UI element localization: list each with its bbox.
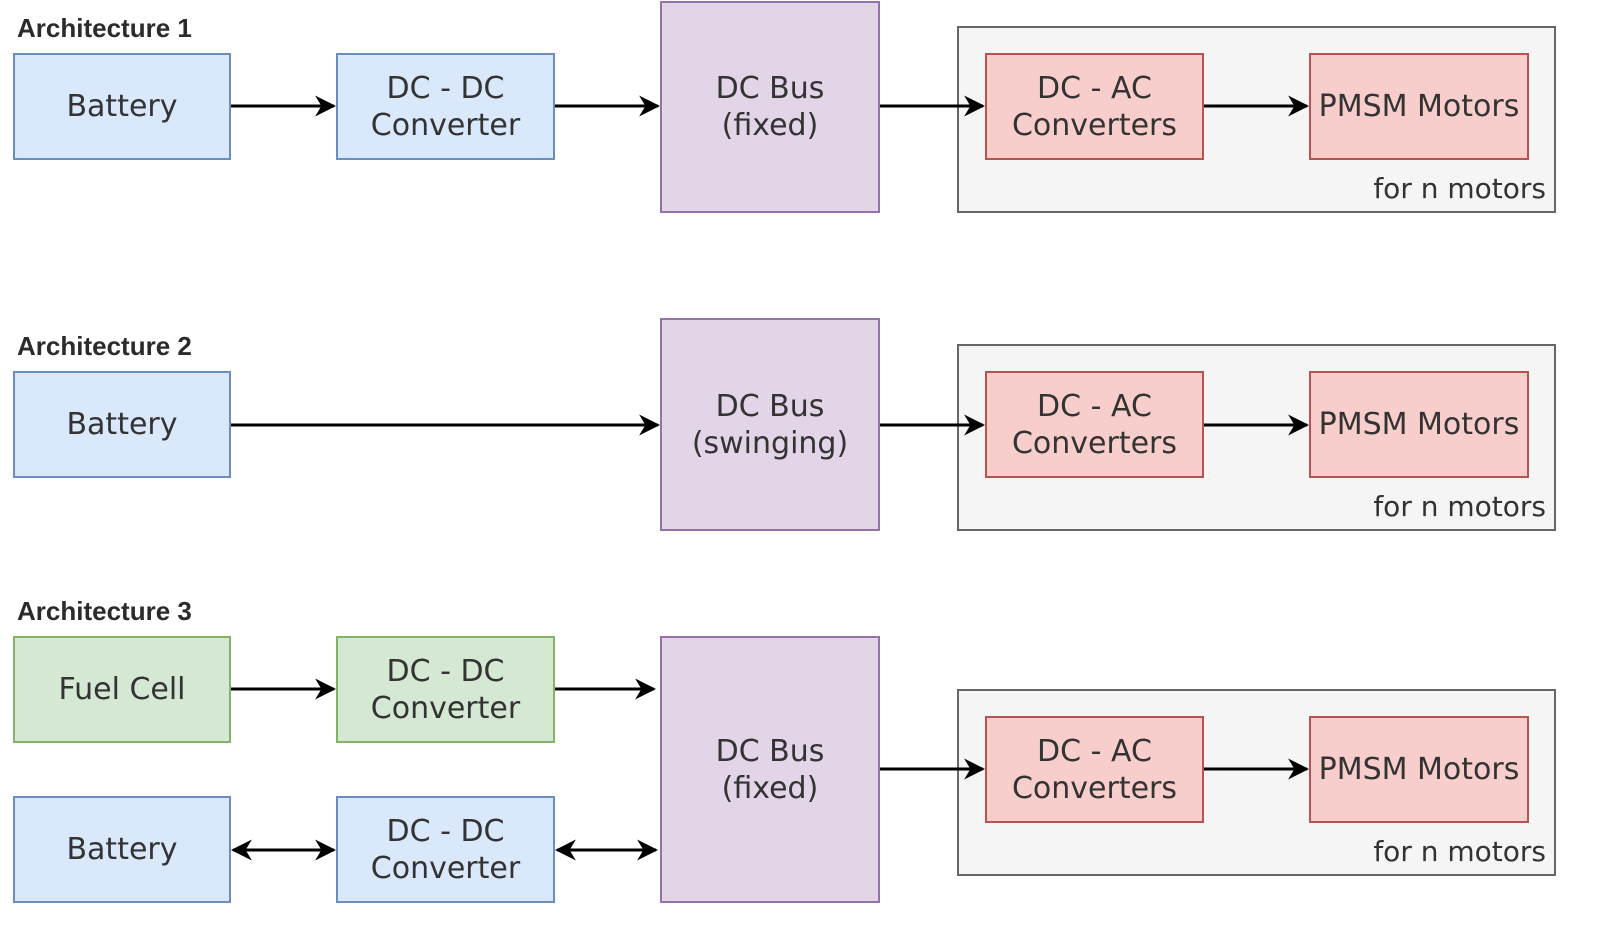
arch2-bus-label-line2: (swinging) [691, 425, 849, 461]
arch2-motors-label: PMSM Motors [1318, 407, 1520, 442]
arch2-battery-label: Battery [66, 407, 178, 442]
arch3-dcac-converters-box: DC - AC Converters [985, 716, 1204, 823]
arch3-fc-dcdc-converter-box: DC - DC Converter [336, 636, 555, 743]
arch3-bat-dcdc-label-line2: Converter [370, 850, 521, 886]
arch2-bus-label-line1: DC Bus [715, 388, 825, 424]
arch3-motors-label: PMSM Motors [1318, 752, 1520, 787]
arch3-fc-dcdc-label-line1: DC - DC [386, 653, 505, 689]
arch3-group-note: for n motors [1373, 835, 1546, 868]
arch1-motors-label: PMSM Motors [1318, 89, 1520, 124]
arch3-battery-box: Battery [13, 796, 231, 903]
arch1-dcdc-label-line1: DC - DC [386, 70, 505, 106]
arch2-dcac-converters-box: DC - AC Converters [985, 371, 1204, 478]
arch1-pmsm-motors-box: PMSM Motors [1309, 53, 1529, 160]
architecture-1-title: Architecture 1 [17, 13, 192, 43]
arch3-bat-dcdc-label-line1: DC - DC [386, 813, 505, 849]
arch2-group-note: for n motors [1373, 490, 1546, 523]
arch2-dcac-label-line1: DC - AC [1037, 388, 1152, 424]
arch3-fuel-cell-box: Fuel Cell [13, 636, 231, 743]
arch1-bus-label-line1: DC Bus [715, 71, 825, 106]
arch1-battery-box: Battery [13, 53, 231, 160]
arch1-bus-label-line2: (fixed) [721, 108, 819, 143]
architecture-3-title: Architecture 3 [17, 596, 192, 626]
arch3-bus-label-line1: DC Bus [715, 733, 825, 769]
arch3-pmsm-motors-box: PMSM Motors [1309, 716, 1529, 823]
architecture-2-title: Architecture 2 [17, 331, 192, 361]
arch2-battery-box: Battery [13, 371, 231, 478]
arch1-dcdc-label-line2: Converter [370, 107, 521, 143]
arch3-fc-dcdc-label-line2: Converter [370, 690, 521, 726]
arch1-battery-label: Battery [66, 89, 178, 124]
arch1-group-note: for n motors [1373, 172, 1546, 205]
arch3-bat-dcdc-converter-box: DC - DC Converter [336, 796, 555, 903]
arch1-dc-bus-box: DC Bus (fixed) [660, 1, 880, 213]
arch3-dcac-label-line1: DC - AC [1037, 733, 1152, 769]
arch1-dcac-label-line2: Converters [1011, 107, 1178, 143]
arch3-dc-bus-box: DC Bus (fixed) [660, 636, 880, 903]
arch2-dcac-label-line2: Converters [1011, 425, 1178, 461]
arch2-pmsm-motors-box: PMSM Motors [1309, 371, 1529, 478]
arch1-dcac-label-line1: DC - AC [1037, 70, 1152, 106]
arch3-bus-label-line2: (fixed) [721, 770, 819, 806]
arch3-dcac-label-line2: Converters [1011, 770, 1178, 806]
arch1-dcdc-converter-box: DC - DC Converter [336, 53, 555, 160]
arch2-dc-bus-box: DC Bus (swinging) [660, 318, 880, 531]
arch1-dcac-converters-box: DC - AC Converters [985, 53, 1204, 160]
arch3-battery-label: Battery [66, 832, 178, 867]
arch3-fuel-cell-label: Fuel Cell [58, 672, 186, 707]
